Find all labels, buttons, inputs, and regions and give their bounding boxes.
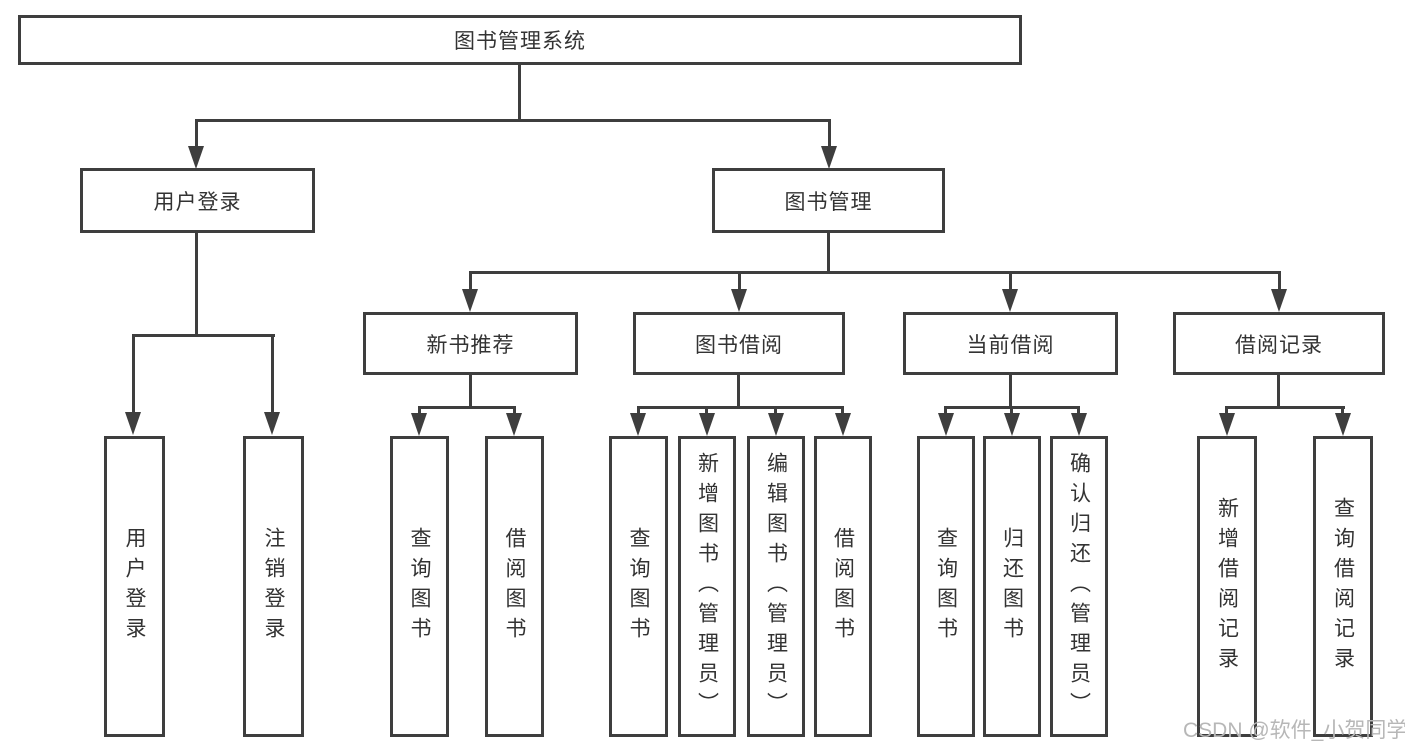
- connector-to-borrow-records: [1278, 271, 1281, 292]
- leaf-query-books-current: 查询图书: [917, 436, 975, 737]
- connector-book-mgmt-bus: [469, 271, 1280, 274]
- connector-leaf-stub: [1225, 406, 1228, 415]
- node-label: 确认归还（管理员）: [1067, 451, 1091, 722]
- leaf-user-login: 用户登录: [104, 436, 165, 737]
- node-label: 图书管理: [784, 190, 873, 214]
- node-root-library-system: 图书管理系统: [18, 15, 1022, 65]
- connector-leaf-stub: [705, 406, 708, 415]
- arrow-to-leaf-edit-books: [768, 413, 784, 436]
- node-label: 图书管理系统: [454, 30, 586, 53]
- leaf-edit-books-admin: 编辑图书（管理员）: [747, 436, 805, 737]
- connector-current-borrow-stem: [1009, 375, 1012, 408]
- arrow-to-leaf-logout: [264, 412, 280, 435]
- arrow-to-leaf-user-login: [125, 412, 141, 435]
- node-label: 借阅图书: [831, 526, 855, 647]
- node-current-borrowing: 当前借阅: [903, 312, 1118, 375]
- node-label: 查询图书: [627, 526, 650, 647]
- arrow-to-leaf-query-record: [1335, 413, 1351, 436]
- node-label: 注销登录: [262, 526, 285, 647]
- leaf-query-books-recommend: 查询图书: [390, 436, 449, 737]
- connector-leaf-stub: [513, 406, 516, 415]
- leaf-query-books-borrowing: 查询图书: [609, 436, 668, 737]
- node-book-management: 图书管理: [712, 168, 945, 233]
- arrow-to-leaf-borrow-books-2: [835, 413, 851, 436]
- connector-leaf-stub: [841, 406, 844, 415]
- connector-leaf-stub: [944, 406, 947, 415]
- node-label: 查询借阅记录: [1331, 496, 1355, 677]
- arrow-to-leaf-confirm-return: [1071, 413, 1087, 436]
- arrow-to-leaf-add-books: [699, 413, 715, 436]
- node-label: 借阅图书: [503, 526, 526, 647]
- leaf-borrow-books-recommend: 借阅图书: [485, 436, 544, 737]
- connector-to-leaf-logout: [271, 334, 274, 414]
- node-label: 查询图书: [408, 526, 431, 647]
- node-label: 新书推荐: [426, 333, 515, 357]
- arrow-to-leaf-borrow-books-1: [506, 413, 522, 436]
- connector-leaf-stub: [1010, 406, 1013, 415]
- arrow-to-new-book-rec: [462, 289, 478, 312]
- csdn-watermark: CSDN @软件_小贺同学: [1183, 719, 1405, 742]
- leaf-logout: 注销登录: [243, 436, 304, 737]
- connector-new-book-rec-bus: [418, 406, 516, 409]
- node-label: 当前借阅: [966, 333, 1055, 357]
- node-book-borrowing: 图书借阅: [633, 312, 845, 375]
- leaf-add-books-admin: 新增图书（管理员）: [678, 436, 736, 737]
- connector-leaf-stub: [1341, 406, 1344, 415]
- arrow-to-leaf-add-record: [1219, 413, 1235, 436]
- connector-to-leaf-user-login: [132, 334, 135, 414]
- arrow-to-book-mgmt: [821, 146, 837, 169]
- leaf-borrow-books-borrowing: 借阅图书: [814, 436, 872, 737]
- node-label: 借阅记录: [1235, 333, 1323, 357]
- node-borrowing-records: 借阅记录: [1173, 312, 1385, 375]
- connector-to-book-borrow: [738, 271, 741, 292]
- connector-root-stem: [518, 65, 521, 122]
- node-label: 图书借阅: [695, 333, 783, 357]
- leaf-query-borrow-record: 查询借阅记录: [1313, 436, 1373, 737]
- arrow-to-leaf-return-books: [1004, 413, 1020, 436]
- connector-leaf-stub: [774, 406, 777, 415]
- node-label: 新增借阅记录: [1215, 496, 1239, 677]
- leaf-add-borrow-record: 新增借阅记录: [1197, 436, 1257, 737]
- node-label: 新增图书（管理员）: [695, 451, 719, 722]
- connector-book-borrow-bus: [637, 406, 844, 409]
- connector-user-login-bus: [132, 334, 275, 337]
- connector-leaf-stub: [637, 406, 640, 415]
- arrow-to-leaf-query-books-1: [411, 413, 427, 436]
- arrow-to-borrow-records: [1271, 289, 1287, 312]
- leaf-return-books: 归还图书: [983, 436, 1041, 737]
- connector-user-login-stem: [195, 233, 198, 336]
- node-label: 查询图书: [934, 526, 958, 647]
- connector-borrow-records-bus: [1225, 406, 1345, 409]
- connector-to-current-borrow: [1009, 271, 1012, 292]
- node-label: 用户登录: [123, 526, 146, 647]
- connector-book-mgmt-stem: [827, 233, 830, 273]
- node-label: 用户登录: [153, 190, 242, 214]
- connector-root-bus: [195, 119, 831, 122]
- node-user-login: 用户登录: [80, 168, 315, 233]
- arrow-to-leaf-query-books-3: [938, 413, 954, 436]
- node-new-book-recommend: 新书推荐: [363, 312, 578, 375]
- arrow-to-leaf-query-books-2: [630, 413, 646, 436]
- connector-leaf-stub: [418, 406, 421, 415]
- node-label: 编辑图书（管理员）: [764, 451, 788, 722]
- arrow-to-user-login: [188, 146, 204, 169]
- node-label: 归还图书: [1000, 526, 1024, 647]
- connector-borrow-records-stem: [1277, 375, 1280, 408]
- connector-to-new-book-rec: [469, 271, 472, 292]
- connector-new-book-rec-stem: [469, 375, 472, 408]
- arrow-to-book-borrow: [731, 289, 747, 312]
- connector-book-borrow-stem: [737, 375, 740, 408]
- connector-to-book-mgmt: [828, 119, 831, 149]
- connector-to-user-login: [195, 119, 198, 149]
- connector-leaf-stub: [1077, 406, 1080, 415]
- arrow-to-current-borrow: [1002, 289, 1018, 312]
- leaf-confirm-return-admin: 确认归还（管理员）: [1050, 436, 1108, 737]
